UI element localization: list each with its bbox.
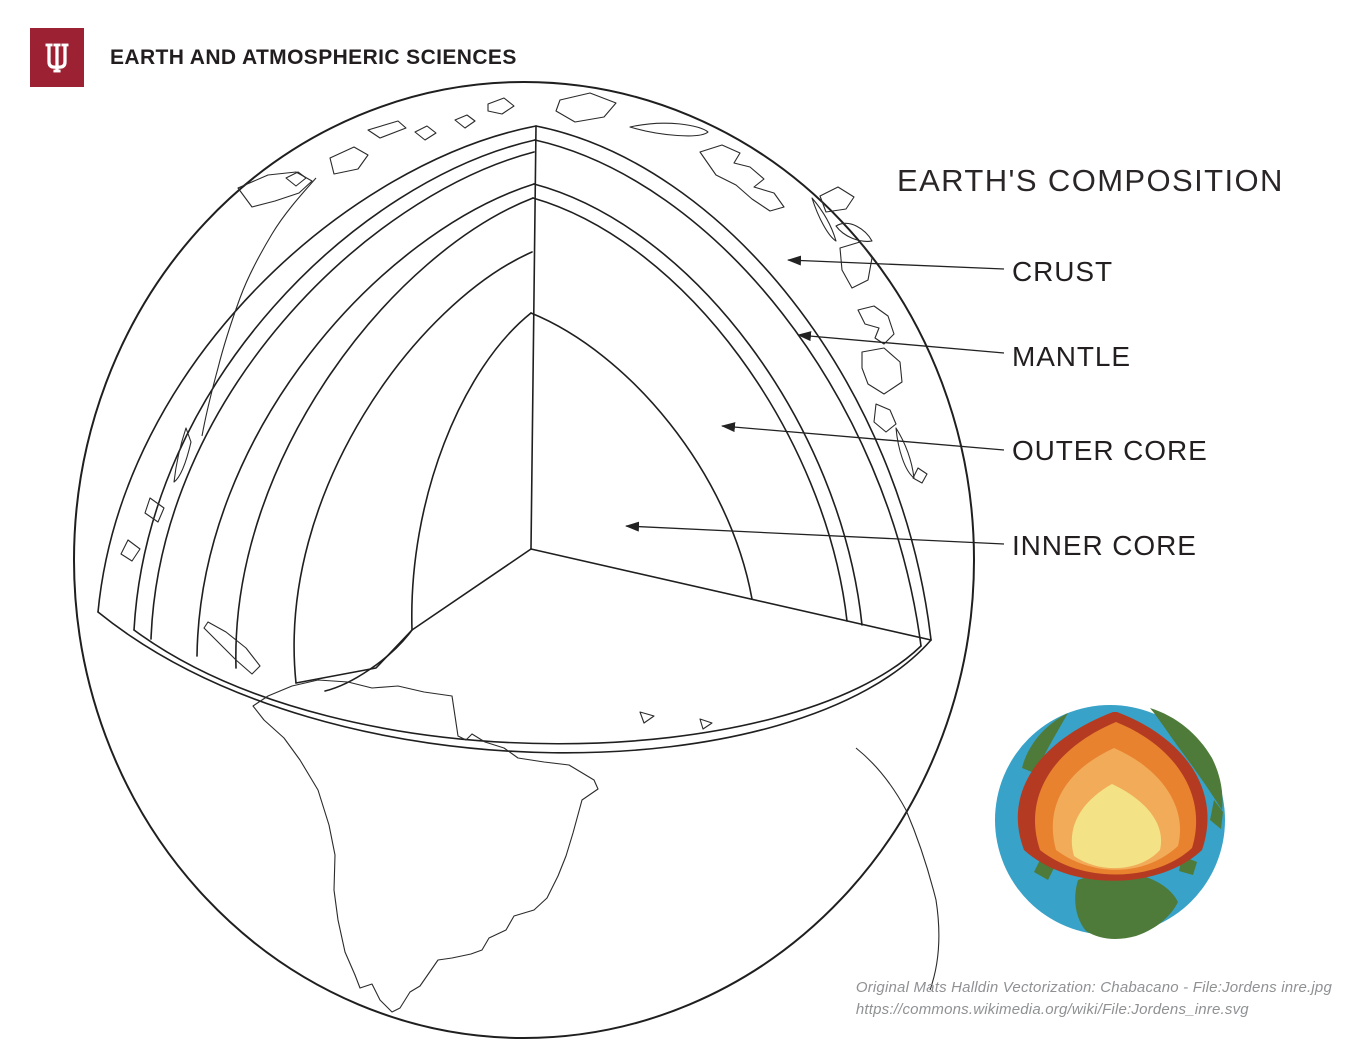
header: EARTH AND ATMOSPHERIC SCIENCES xyxy=(30,28,517,87)
mini-earth-illustration xyxy=(995,705,1225,939)
crust-arrow xyxy=(787,255,1005,270)
attribution: Original Mats Halldin Vectorization: Cha… xyxy=(856,977,1332,1021)
attribution-line-1: Original Mats Halldin Vectorization: Cha… xyxy=(855,979,1332,996)
attribution-line-2: https://commons.wikimedia.org/wiki/File:… xyxy=(855,1001,1249,1018)
callout-label-crust: CRUST xyxy=(1012,256,1113,287)
iu-trident-logo xyxy=(30,28,84,87)
header-title: EARTH AND ATMOSPHERIC SCIENCES xyxy=(110,45,517,69)
diagram-title: EARTH'S COMPOSITION xyxy=(897,163,1284,198)
outer-core-arrow xyxy=(721,422,1005,451)
cutaway-lines xyxy=(97,125,932,754)
globe-outline xyxy=(73,81,975,1039)
continents xyxy=(120,92,940,1013)
callout-arrows xyxy=(625,255,1005,545)
callout-label-inner-core: INNER CORE xyxy=(1012,530,1197,561)
callout-label-outer-core: OUTER CORE xyxy=(1012,435,1208,466)
mantle-arrow xyxy=(797,331,1005,354)
callout-label-mantle: MANTLE xyxy=(1012,341,1131,372)
inner-core-arrow xyxy=(625,521,1005,545)
